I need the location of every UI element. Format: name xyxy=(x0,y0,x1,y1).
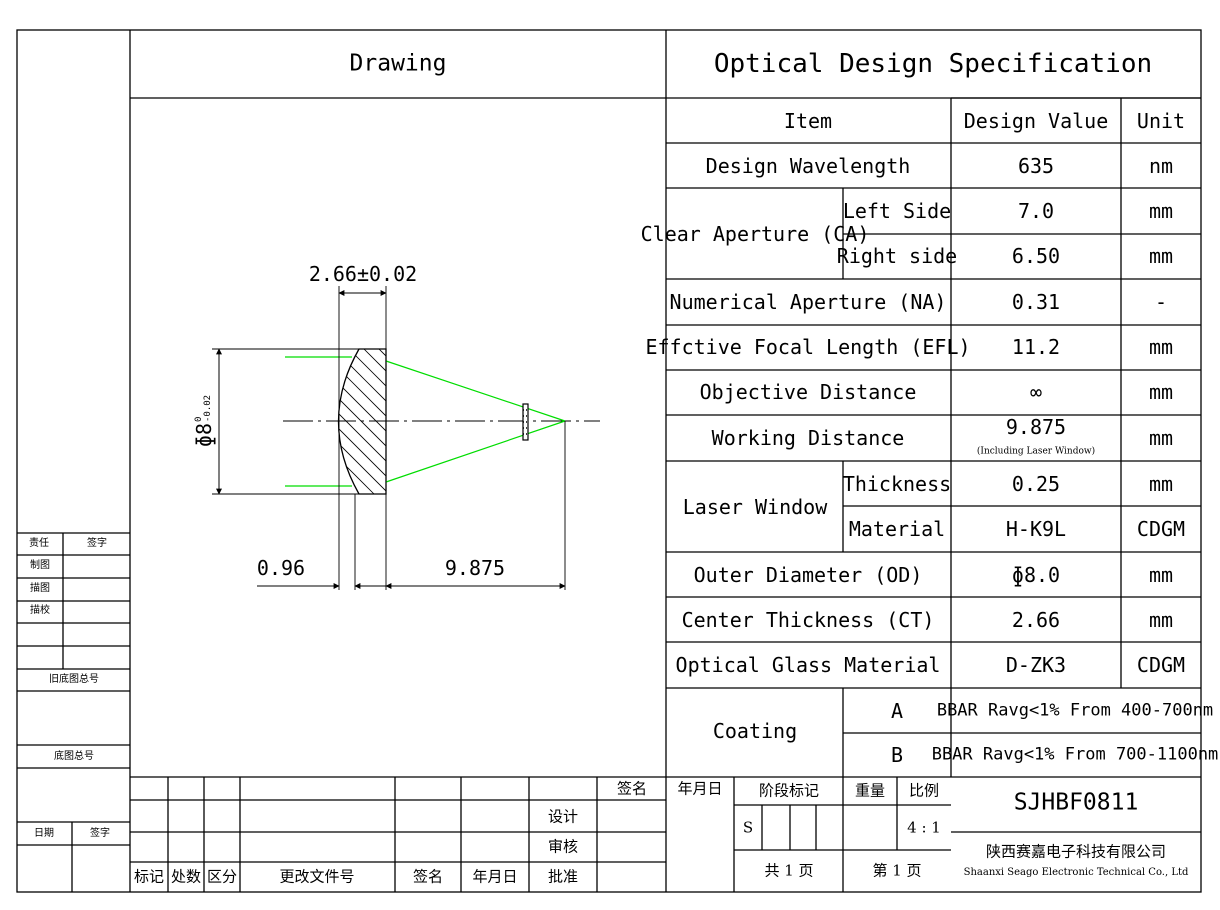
ca-right-label: Right side xyxy=(836,244,958,268)
objective-distance-label: Objective Distance xyxy=(699,380,917,404)
extension-lines xyxy=(212,286,566,590)
tb-nianyueri: 年月日 xyxy=(472,867,518,886)
diameter-tolerance-lower: -0.02 xyxy=(203,394,213,422)
left-zhitu-label: 制图 xyxy=(30,560,50,571)
col-header-item: Item xyxy=(783,109,833,133)
tb-page-no: 第 1 页 xyxy=(872,861,922,880)
efl-value: 11.2 xyxy=(1011,335,1061,359)
objective-distance-unit: mm xyxy=(1148,380,1174,404)
left-drawing-no-label: 底图总号 xyxy=(54,751,94,762)
col-header-unit: Unit xyxy=(1136,109,1186,133)
outer-diameter-label: Outer Diameter (OD) xyxy=(693,563,923,587)
left-date-label: 日期 xyxy=(34,828,54,839)
dimension-lines xyxy=(216,290,566,589)
tb-pizhun: 批准 xyxy=(547,867,579,886)
tb-shenhe: 审核 xyxy=(547,837,579,856)
na-unit: - xyxy=(1154,290,1168,314)
tb-nianyueri2: 年月日 xyxy=(677,779,723,798)
ca-right-value: 6.50 xyxy=(1011,244,1061,268)
working-distance-dimension-label: 9.875 xyxy=(444,556,506,580)
coating-a-value: BBAR Ravg<1% From 400-700nm xyxy=(936,700,1214,721)
laser-window xyxy=(522,403,529,441)
diameter-value: ɸ8 xyxy=(192,423,216,448)
objective-distance-value: ∞ xyxy=(1029,380,1043,404)
lens-body xyxy=(337,348,387,495)
tb-qianming2: 签名 xyxy=(616,779,648,798)
tb-total-pages: 共 1 页 xyxy=(764,861,814,880)
coating-a-label: A xyxy=(890,699,904,723)
col-header-value: Design Value xyxy=(963,109,1109,133)
clear-aperture-label: Clear Aperture (CA) xyxy=(640,222,870,246)
design-wavelength-label: Design Wavelength xyxy=(705,154,911,178)
working-distance-unit: mm xyxy=(1148,426,1174,450)
ca-right-unit: mm xyxy=(1148,244,1174,268)
center-thickness-value: 2.66 xyxy=(1011,608,1061,632)
spec-header: Optical Design Specification xyxy=(713,49,1153,79)
lw-material-unit: CDGM xyxy=(1136,517,1186,541)
efl-unit: mm xyxy=(1148,335,1174,359)
ca-left-unit: mm xyxy=(1148,199,1174,223)
glass-material-unit: CDGM xyxy=(1136,653,1186,677)
tb-part-number: SJHBF0811 xyxy=(1013,789,1139,816)
tb-qianming: 签名 xyxy=(412,867,444,886)
lw-thickness-label: Thickness xyxy=(842,472,952,496)
left-old-drawing-no-label: 旧底图总号 xyxy=(49,674,99,685)
design-wavelength-value: 635 xyxy=(1017,154,1055,178)
tb-company-cn: 陕西赛嘉电子科技有限公司 xyxy=(985,842,1167,861)
tb-scale: 4 : 1 xyxy=(907,818,941,837)
center-thickness-label: Center Thickness (CT) xyxy=(681,608,935,632)
ca-left-value: 7.0 xyxy=(1017,199,1055,223)
tb-jieduan: 阶段标记 xyxy=(758,781,820,800)
tb-zhongliang: 重量 xyxy=(854,781,886,800)
tb-chushu: 处数 xyxy=(170,867,202,886)
design-wavelength-unit: nm xyxy=(1148,154,1174,178)
na-value: 0.31 xyxy=(1011,290,1061,314)
tb-qufen: 区分 xyxy=(206,867,238,886)
coating-label: Coating xyxy=(712,719,798,743)
left-qianzi-label: 签字 xyxy=(87,538,107,549)
lw-material-value: H-K9L xyxy=(1005,517,1067,541)
lw-thickness-unit: mm xyxy=(1148,472,1174,496)
tb-stage-s: S xyxy=(742,818,754,837)
coating-b-value: BBAR Ravg<1% From 700-1100nm xyxy=(931,744,1219,765)
light-rays xyxy=(285,356,566,487)
working-distance-note: (Including Laser Window) xyxy=(976,446,1096,457)
tb-biaoji: 标记 xyxy=(133,867,165,886)
efl-label: Effctive Focal Length (EFL) xyxy=(645,335,971,359)
working-distance-label: Working Distance xyxy=(711,426,905,450)
laser-window-label: Laser Window xyxy=(682,495,828,519)
na-label: Numerical Aperture (NA) xyxy=(669,290,947,314)
edge-dimension-label: 0.96 xyxy=(256,556,306,580)
glass-material-value: D-ZK3 xyxy=(1005,653,1067,677)
left-sign-label: 签字 xyxy=(90,828,110,839)
tb-sheji: 设计 xyxy=(547,807,579,826)
left-miaotu-label: 描图 xyxy=(30,583,50,594)
diameter-dimension-label: ɸ8 0 -0.02 xyxy=(192,395,216,447)
tb-company-en: Shaanxi Seago Electronic Technical Co., … xyxy=(963,867,1189,878)
outer-diameter-unit: mm xyxy=(1148,563,1174,587)
coating-b-label: B xyxy=(890,743,904,767)
drawing-header: Drawing xyxy=(349,50,447,77)
working-distance-value: 9.875 xyxy=(1005,415,1067,439)
tb-bili: 比例 xyxy=(908,781,940,800)
ca-left-label: Left Side xyxy=(842,199,952,223)
thickness-dimension-label: 2.66±0.02 xyxy=(308,262,418,286)
outer-diameter-value: ɸ8.0 xyxy=(1011,563,1061,587)
left-miaojiao-label: 描校 xyxy=(30,605,50,616)
glass-material-label: Optical Glass Material xyxy=(675,653,941,677)
lw-material-label: Material xyxy=(848,517,946,541)
tb-genggai: 更改文件号 xyxy=(279,867,355,886)
left-zeren-label: 责任 xyxy=(29,538,49,549)
center-thickness-unit: mm xyxy=(1148,608,1174,632)
lw-thickness-value: 0.25 xyxy=(1011,472,1061,496)
